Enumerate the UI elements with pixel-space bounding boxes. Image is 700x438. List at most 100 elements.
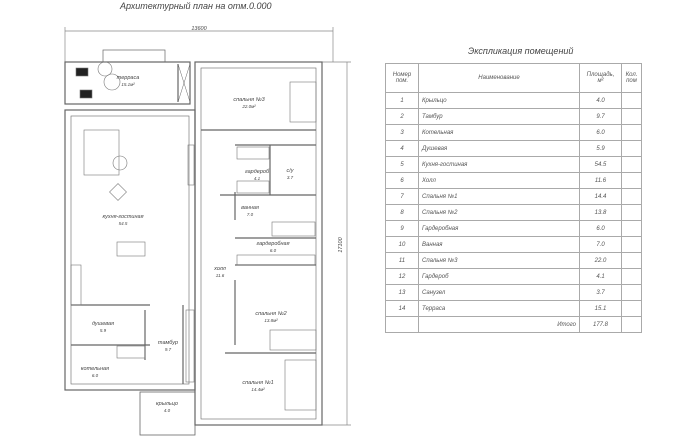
cell-count	[621, 268, 642, 285]
cell-name: Терраса	[418, 300, 580, 317]
room-area: 9.7	[165, 347, 172, 352]
total-label: Итого	[418, 316, 580, 333]
cell-area: 4.1	[579, 268, 622, 285]
cell-name: Гардеробная	[418, 220, 580, 237]
sunbed	[75, 67, 89, 77]
cell-area: 4.0	[579, 92, 622, 109]
cell-num: 7	[385, 188, 419, 205]
explication-table: Номер пом. Наименование Площадь, м² Кол.…	[385, 63, 642, 333]
cell-name: Спальня №1	[418, 188, 580, 205]
cell-area: 11.6	[579, 172, 622, 189]
header-num: Номер пом.	[385, 63, 419, 93]
cell-area: 9.7	[579, 108, 622, 125]
cell-count	[621, 236, 642, 253]
cell-name: Кухня-гостиная	[418, 156, 580, 173]
room-name: спальня №2	[255, 311, 286, 317]
cell-name: Гардероб	[418, 268, 580, 285]
header-count: Кол. пом	[621, 63, 642, 93]
room-area: 54.5	[119, 221, 128, 226]
terrace-table	[103, 73, 121, 91]
cell-area: 6.0	[579, 124, 622, 141]
cell-name: Спальня №2	[418, 204, 580, 221]
cell-name: Холл	[418, 172, 580, 189]
header-area: Площадь, м²	[579, 63, 622, 93]
cell-num: 3	[385, 124, 419, 141]
cell-num: 11	[385, 252, 419, 269]
cell-name: Санузел	[418, 284, 580, 301]
room-name: котельная	[81, 366, 109, 372]
cell-area: 22.0	[579, 252, 622, 269]
cell-num: 5	[385, 156, 419, 173]
cell-name: Крыльцо	[418, 92, 580, 109]
room-area: 11.6	[216, 273, 225, 278]
bed-2	[269, 329, 317, 351]
height-dimension-label: 17100	[338, 236, 344, 252]
dining-table	[116, 241, 146, 257]
room-area: 14.4м²	[251, 387, 265, 392]
cell-num: 8	[385, 204, 419, 221]
cell-count	[621, 300, 642, 317]
total-value: 177.8	[579, 316, 622, 333]
cell-count	[621, 156, 642, 173]
cell-num: 12	[385, 268, 419, 285]
right-block-walls	[194, 61, 323, 426]
cell-empty	[385, 316, 419, 333]
room-area: 3.7	[287, 175, 294, 180]
cell-name: Душевая	[418, 140, 580, 157]
cell-area: 5.9	[579, 140, 622, 157]
cell-area: 7.0	[579, 236, 622, 253]
room-name: гардеробная	[256, 241, 289, 247]
cell-count	[621, 172, 642, 189]
cell-name: Котельная	[418, 124, 580, 141]
width-dimension-label: 13600	[191, 26, 207, 32]
bathtub	[271, 221, 316, 237]
room-area: 22.0м²	[241, 104, 256, 109]
cell-count	[621, 188, 642, 205]
sunbed	[79, 89, 93, 99]
cell-area: 6.0	[579, 220, 622, 237]
cell-count	[621, 204, 642, 221]
cell-num: 14	[385, 300, 419, 317]
cell-area: 54.5	[579, 156, 622, 173]
cell-count	[621, 140, 642, 157]
room-name: спальня №3	[233, 97, 265, 103]
plan-title: Архитектурный план на отм.0.000	[120, 1, 272, 11]
room-name: терраса	[117, 75, 140, 81]
room-area: 7.0	[247, 212, 254, 217]
room-area: 4.1	[254, 176, 261, 181]
cell-count	[621, 124, 642, 141]
cell-count	[621, 284, 642, 301]
room-name: душевая	[92, 321, 114, 327]
bed-3	[289, 81, 317, 123]
left-block-walls	[64, 109, 196, 391]
room-name: холл	[213, 266, 226, 272]
cell-count	[621, 220, 642, 237]
sofa	[83, 129, 120, 176]
bed-1	[284, 359, 317, 411]
room-area: 4.0	[164, 408, 171, 413]
room-name: тамбур	[158, 340, 178, 346]
cell-area: 15.1	[579, 300, 622, 317]
room-area: 5.9	[100, 328, 107, 333]
cell-num: 1	[385, 92, 419, 109]
cell-empty	[621, 316, 642, 333]
wardrobe-hall	[185, 309, 195, 383]
coffee-table	[112, 155, 128, 171]
explication-title: Экспликация помещений	[468, 46, 574, 56]
cell-area: 13.8	[579, 204, 622, 221]
